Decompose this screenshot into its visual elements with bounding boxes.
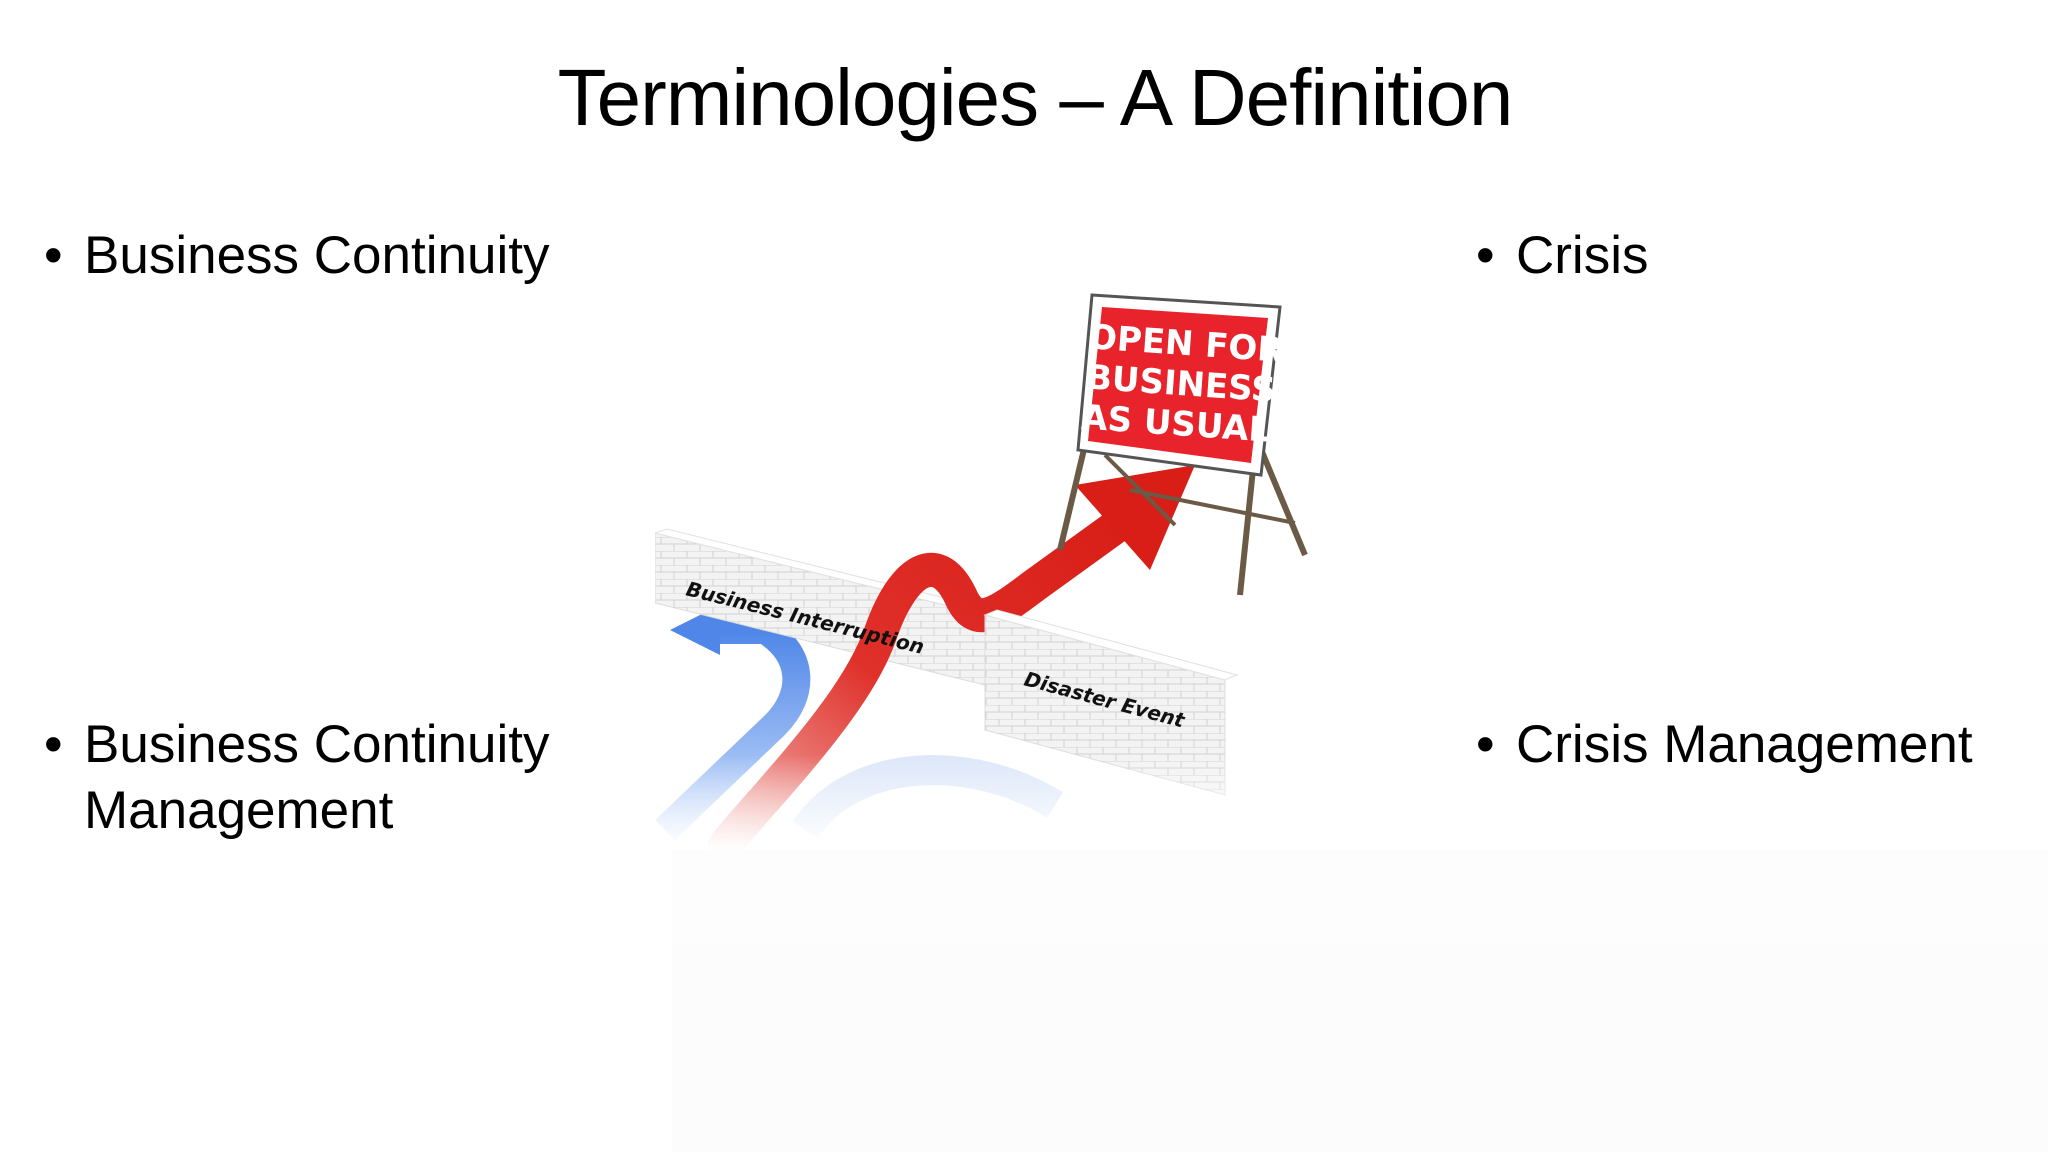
sign-brace [1129, 488, 1296, 525]
bullet-text: Crisis Management [1516, 715, 1973, 774]
brick-wall-right-top [983, 609, 1239, 681]
bullet-text: Crisis [1516, 226, 1649, 285]
business-continuity-illustration: Business Interruption Disaster Event OPE… [655, 285, 1315, 850]
blue-arrow [655, 616, 811, 841]
bullet-dot: • [1476, 226, 1495, 285]
bullet-dot: • [44, 715, 63, 774]
bullet-text: Business Continuity [84, 226, 550, 285]
floor-fade [655, 755, 1315, 850]
bullet-text-line-2: Management [84, 781, 394, 840]
bullet-dot: • [44, 226, 63, 285]
blue-arrow-head [670, 605, 720, 655]
background-panel [672, 850, 2048, 1152]
sign-board [1088, 307, 1268, 463]
sign-leg [1057, 444, 1088, 551]
bullet-text-line-1: Business Continuity [84, 715, 550, 774]
slide-title: Terminologies – A Definition [557, 53, 1514, 142]
red-arrow-head [1075, 465, 1195, 570]
bullet-dot: • [1476, 715, 1495, 774]
